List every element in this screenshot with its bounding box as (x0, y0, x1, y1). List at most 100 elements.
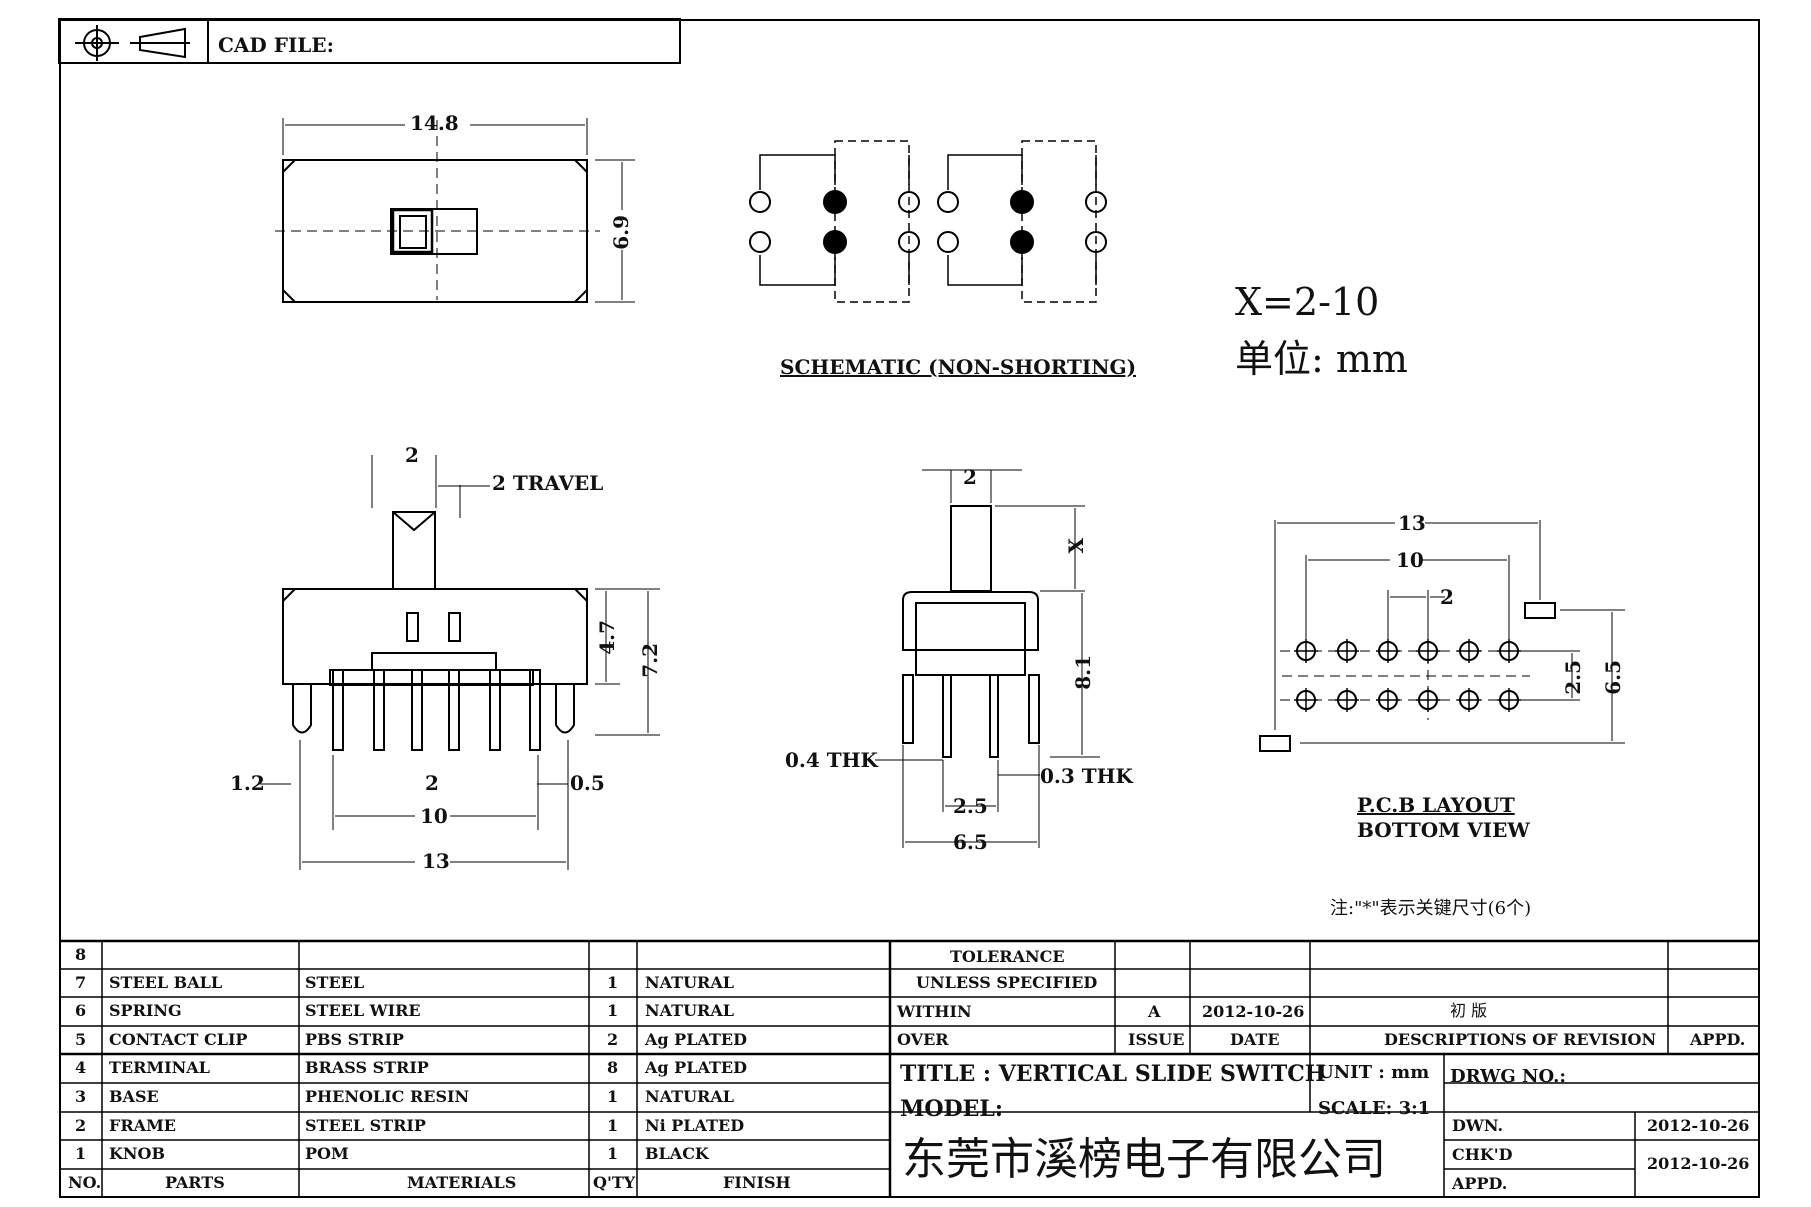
bom-material: POM (305, 1144, 349, 1163)
dim-pitch-2: 2 (425, 771, 439, 795)
over-label: OVER (897, 1030, 949, 1049)
key-dimension-note: 注:"*"表示关键尺寸(6个) (1330, 898, 1532, 919)
issue-header: ISSUE (1128, 1030, 1185, 1049)
bom-part: KNOB (109, 1144, 165, 1163)
dim-2-5: 2.5 (953, 794, 988, 818)
bom-header-qty: Q'TY (593, 1173, 636, 1192)
bom-no: 7 (75, 973, 87, 992)
dim-0-4-thk: 0.4 THK (785, 748, 878, 772)
bom-qty: 1 (607, 973, 619, 992)
unit-note: 单位: mm (1235, 337, 1408, 381)
revision-description: 初 版 (1450, 1001, 1488, 1020)
dim-width-14-8: 14.8 (410, 111, 459, 135)
checked-date: 2012-10-26 (1647, 1154, 1750, 1173)
bom-material: STEEL STRIP (305, 1116, 426, 1135)
dim-0-5: 0.5 (570, 771, 605, 795)
title-block (59, 939, 1760, 1198)
bom-material: BRASS STRIP (305, 1058, 429, 1077)
dim-0-3-thk: 0.3 THK (1040, 764, 1133, 788)
front-view (260, 455, 660, 870)
cad-file-label: CAD FILE: (218, 33, 334, 57)
bom-qty: 1 (607, 1144, 619, 1163)
bom-no: 5 (75, 1030, 87, 1049)
bom-qty: 1 (607, 1116, 619, 1135)
pcb-dim-6-5: 6.5 (1601, 660, 1625, 695)
bom-material: PHENOLIC RESIN (305, 1087, 470, 1106)
bom-finish: Ag PLATED (645, 1030, 747, 1049)
dim-1-2: 1.2 (230, 771, 265, 795)
bom-header-parts: PARTS (165, 1173, 225, 1192)
dim-7-2: 7.2 (638, 643, 662, 678)
schematic (749, 140, 1107, 303)
within-label: WITHIN (897, 1002, 972, 1021)
schematic-label: SCHEMATIC (NON-SHORTING) (780, 355, 1137, 379)
bom-material: STEEL WIRE (305, 1001, 421, 1020)
bom-header-finish: FINISH (723, 1173, 791, 1192)
dim-10: 10 (420, 804, 448, 828)
dim-knob-2: 2 (405, 443, 419, 467)
company-name: 东莞市溪榜电子有限公司 (902, 1134, 1386, 1185)
revision-date: 2012-10-26 (1202, 1002, 1305, 1021)
drawing-title: TITLE : VERTICAL SLIDE SWITCH (900, 1061, 1326, 1087)
bom-part: BASE (109, 1087, 159, 1106)
bom-material: STEEL (305, 973, 365, 992)
dim-travel: 2 TRAVEL (492, 471, 604, 495)
bom-header-materials: MATERIALS (407, 1173, 517, 1192)
bom-material: PBS STRIP (305, 1030, 404, 1049)
bom-finish: Ni PLATED (645, 1116, 745, 1135)
descriptions-header: DESCRIPTIONS OF REVISION (1384, 1030, 1657, 1049)
bom-finish: NATURAL (645, 973, 734, 992)
pcb-dim-13: 13 (1398, 511, 1426, 535)
bom-header-no: NO. (68, 1173, 102, 1192)
bom-qty: 2 (607, 1030, 619, 1049)
drawing-number-field: DRWG NO.: (1450, 1066, 1567, 1087)
dim-x: X (1064, 538, 1088, 554)
bom-no: 2 (75, 1116, 87, 1135)
bom-finish: Ag PLATED (645, 1058, 747, 1077)
pcb-dim-2: 2 (1440, 585, 1454, 609)
pcb-dim-2-5: 2.5 (1561, 660, 1585, 695)
appd-header: APPD. (1690, 1030, 1746, 1049)
pcb-dim-10: 10 (1396, 548, 1424, 572)
bom-qty: 1 (607, 1001, 619, 1020)
bom-no: 4 (75, 1058, 87, 1077)
bom-part: CONTACT CLIP (109, 1030, 248, 1049)
dim-4-7: 4.7 (595, 620, 619, 655)
bom-no: 1 (75, 1144, 87, 1163)
dim-13: 13 (422, 849, 450, 873)
drawn-date: 2012-10-26 (1647, 1116, 1750, 1135)
revision-letter: A (1148, 1002, 1161, 1021)
drawn-label: DWN. (1452, 1116, 1504, 1135)
approved-label: APPD. (1452, 1174, 1508, 1193)
dim-6-5: 6.5 (953, 830, 988, 854)
top-view (275, 118, 635, 303)
unit-field: UNIT : mm (1318, 1062, 1430, 1083)
bom-no: 8 (75, 945, 87, 964)
bom-part: FRAME (109, 1116, 176, 1135)
checked-label: CHK'D (1452, 1145, 1513, 1164)
drawing-frame (59, 19, 1760, 1198)
model-field: MODEL: (900, 1096, 1003, 1122)
pcb-layout (1259, 520, 1625, 752)
bom-no: 3 (75, 1087, 87, 1106)
pcb-subtitle: BOTTOM VIEW (1357, 818, 1530, 842)
dim-8-1: 8.1 (1071, 655, 1095, 690)
bom-part: TERMINAL (109, 1058, 210, 1077)
date-header: DATE (1230, 1030, 1280, 1049)
scale-field: SCALE: 3:1 (1318, 1098, 1431, 1119)
bom-part: STEEL BALL (109, 973, 223, 992)
bom-finish: BLACK (645, 1144, 709, 1163)
dim-side-knob-2: 2 (963, 465, 977, 489)
bom-no: 6 (75, 1001, 87, 1020)
bom-finish: NATURAL (645, 1001, 734, 1020)
header-box (58, 18, 681, 64)
bom-qty: 1 (607, 1087, 619, 1106)
tolerance-label: TOLERANCE (950, 947, 1065, 966)
dim-height-6-9: 6.9 (609, 215, 633, 250)
bom-finish: NATURAL (645, 1087, 734, 1106)
side-view (875, 469, 1100, 848)
bom-qty: 8 (607, 1058, 619, 1077)
bom-part: SPRING (109, 1001, 182, 1020)
pcb-title: P.C.B LAYOUT (1357, 793, 1515, 817)
